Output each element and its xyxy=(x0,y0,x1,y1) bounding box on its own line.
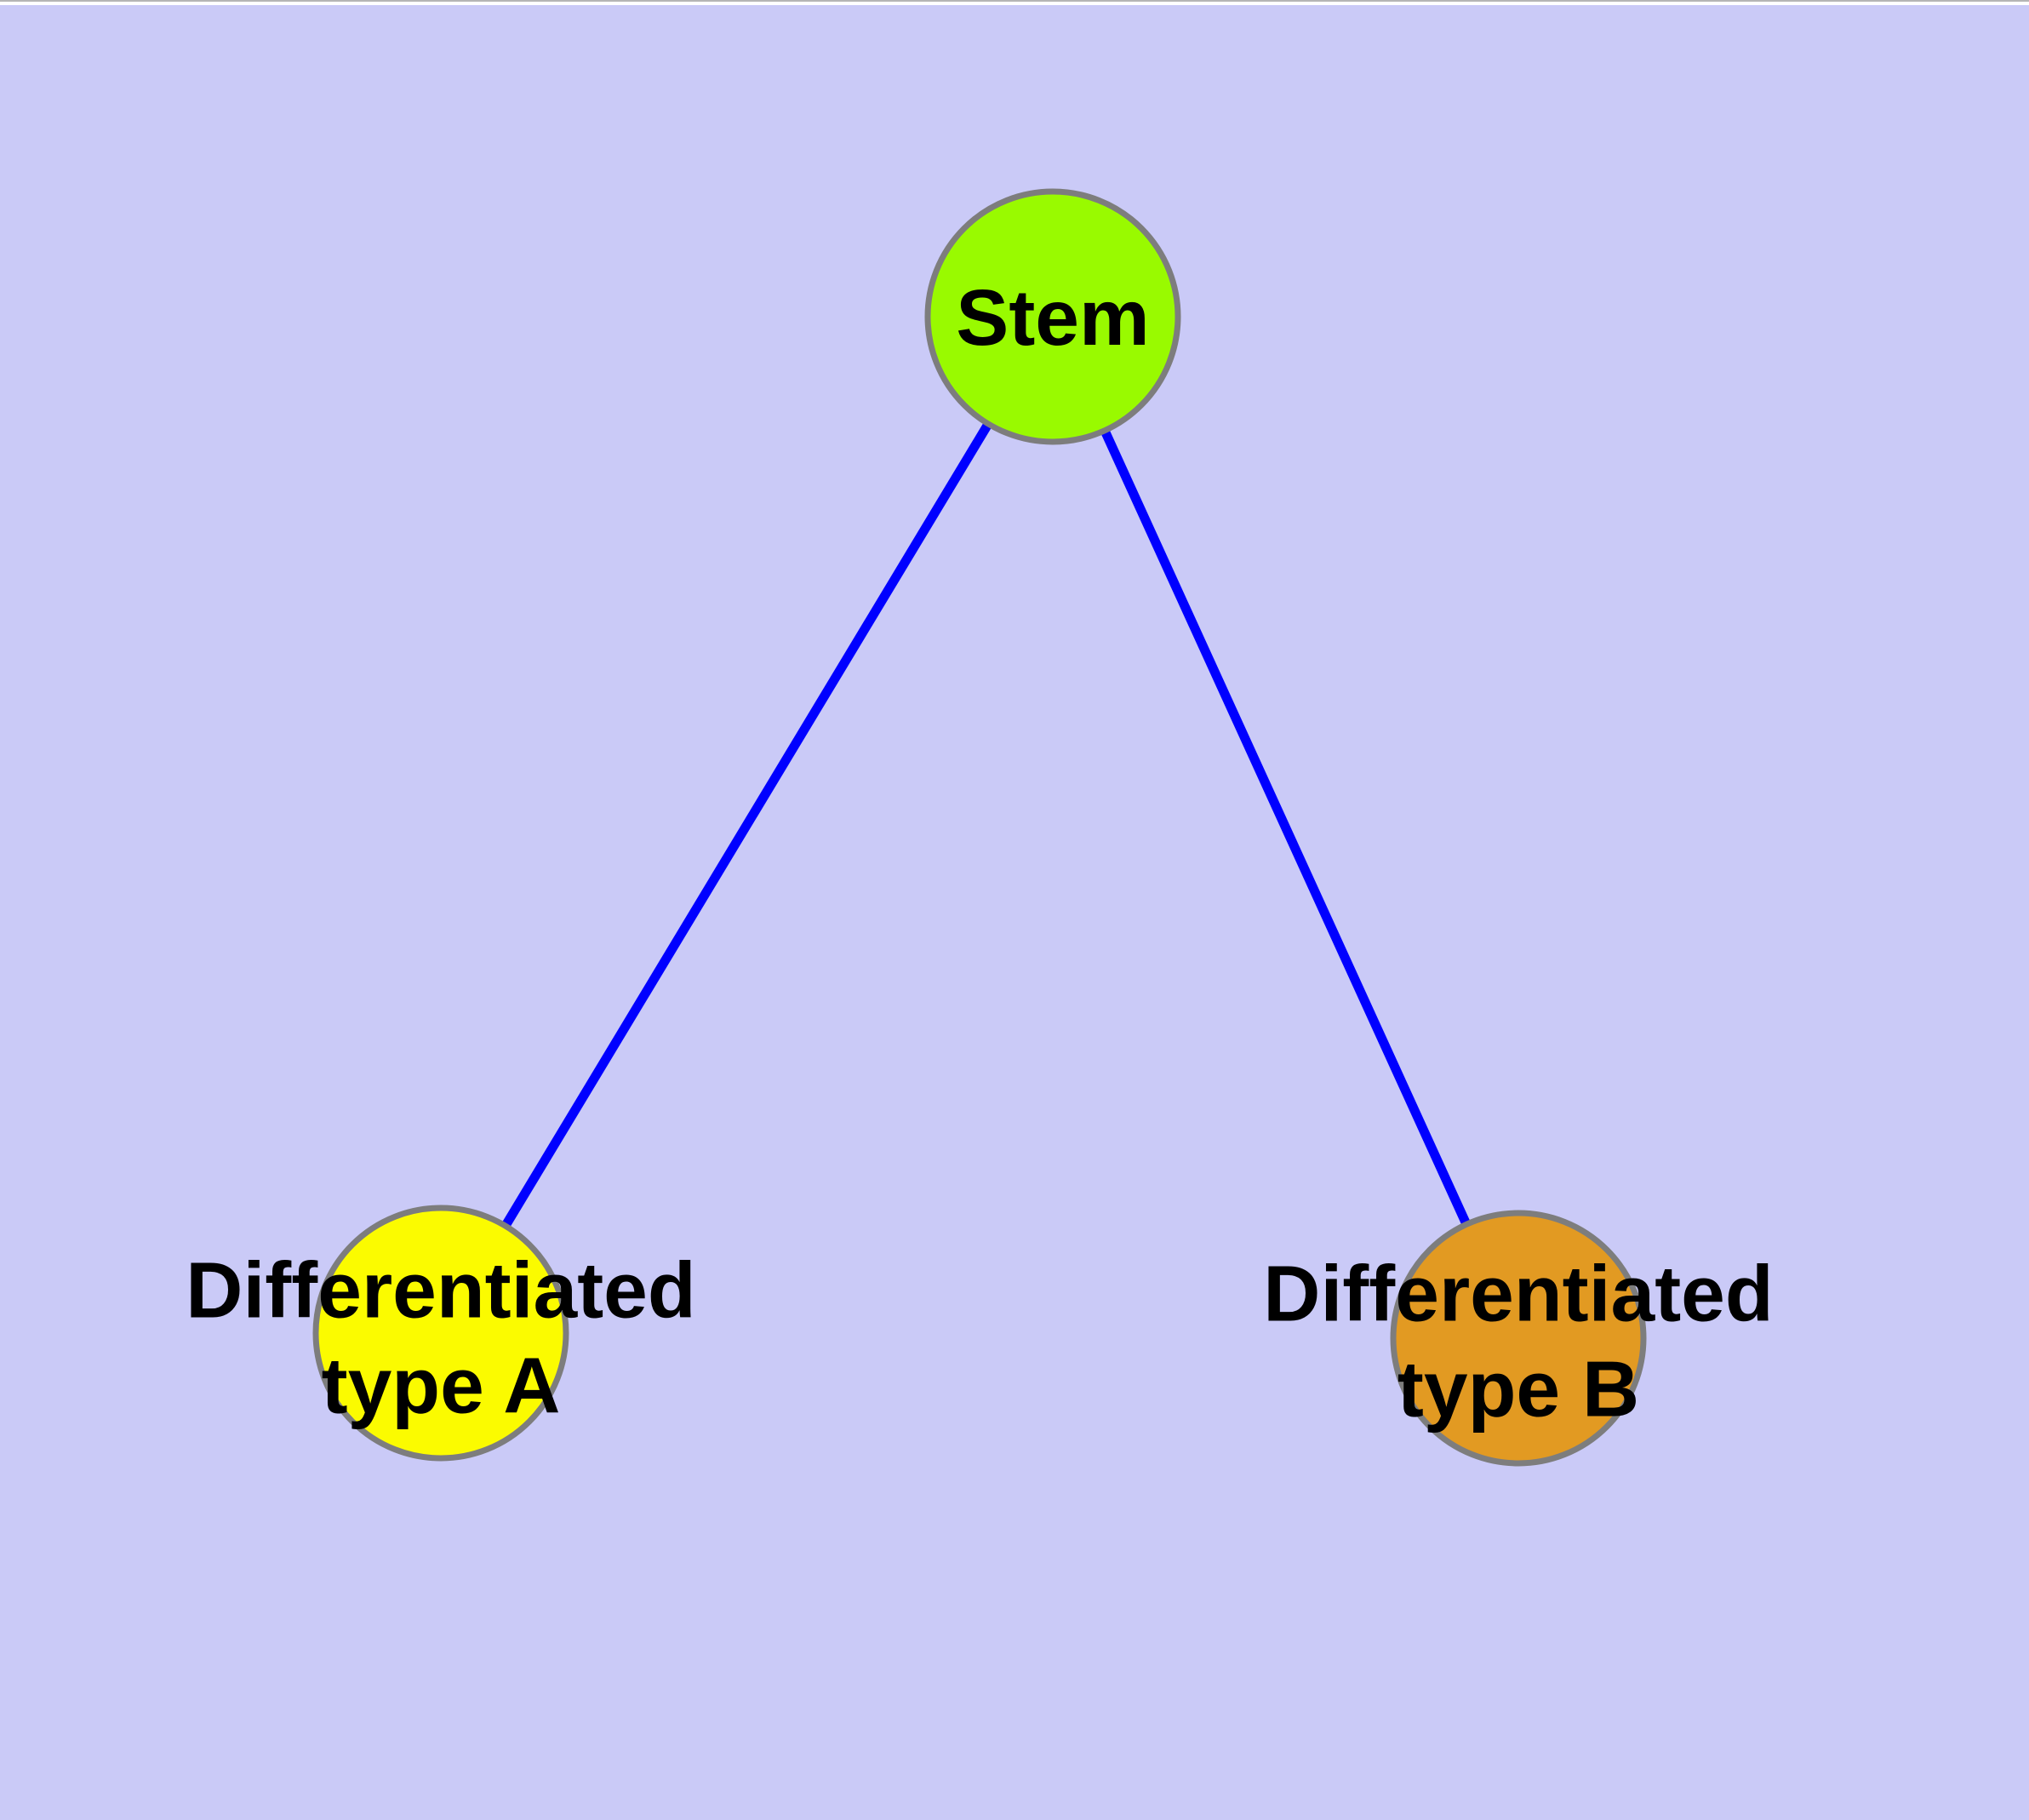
stem-node-label: Stem xyxy=(956,271,1149,366)
type-b-node-circle xyxy=(1390,1210,1647,1467)
type-a-node-label-line2: type A xyxy=(321,1341,561,1429)
stem-node-circle xyxy=(924,188,1181,445)
top-margin-strip xyxy=(0,0,2029,5)
type-b-node-label-line2: type B xyxy=(1397,1344,1640,1433)
type-a-node-circle xyxy=(312,1205,569,1462)
type-b-node-label: Differentiated type B xyxy=(1263,1246,1773,1436)
edge-stem-to-type-a xyxy=(437,314,1057,1336)
type-b-node-label-line1: Differentiated xyxy=(1263,1249,1774,1338)
top-hairline xyxy=(0,0,2029,2)
edge-stem-to-type-b xyxy=(1048,314,1523,1341)
type-a-node-label: Differentiated type A xyxy=(186,1243,695,1433)
stem-node-label-line: Stem xyxy=(956,273,1150,363)
type-a-node-label-line1: Differentiated xyxy=(186,1245,696,1335)
